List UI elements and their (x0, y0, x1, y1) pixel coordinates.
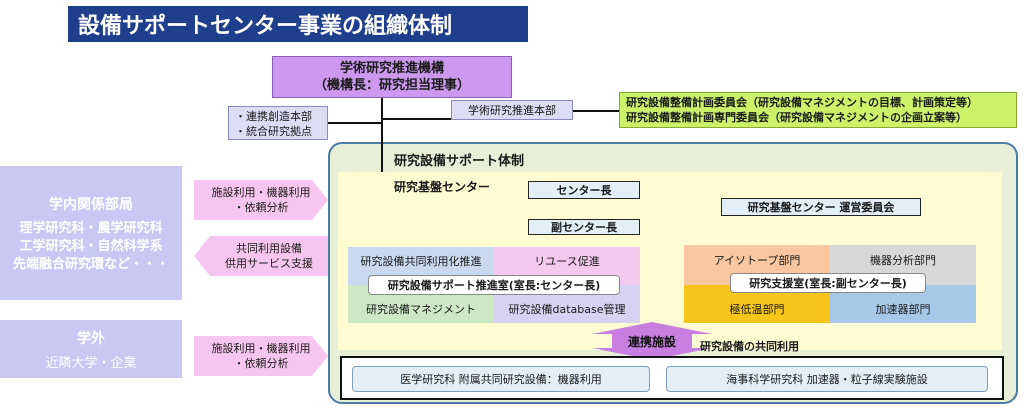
arrow1-line2: ・依頼分析 (233, 201, 289, 214)
promotion-office-label: 研究設備サポート推進室(室長:センター長) (368, 275, 620, 295)
honbu-box: 学術研究推進本部 (451, 100, 573, 120)
left-branch-line (328, 122, 381, 124)
page-title: 設備サポートセンター事業の組織体制 (68, 6, 528, 42)
top-org-head: （機構長：研究担当理事） (313, 78, 470, 93)
arrow2-line1: 共同利用設備 (236, 242, 302, 255)
right-branch-line (383, 118, 451, 120)
kyodo-riyo-label: 研究設備の共同利用 (700, 340, 799, 353)
arrow2-line2: 供用サービス支援 (225, 257, 313, 270)
partner-facility-maritime: 海事科学研究科 加速器・粒子線実験施設 (666, 366, 988, 392)
internal-line2: 工学研究科・自然科学系 (19, 239, 163, 254)
renkei-label: 連携施設 (627, 334, 676, 349)
external-panel: 学外 近隣大学・企業 (0, 320, 182, 378)
internal-line1: 理学研究科・農学研究科 (19, 221, 163, 236)
support-system-label: 研究設備サポート体制 (394, 154, 525, 169)
arrow1-line1: 施設利用・機器利用 (211, 186, 311, 199)
steering-box: 研究基盤センター 運営委員会 (721, 198, 921, 216)
committee-line2: 研究設備整備計画専門委員会（研究設備マネジメントの企画立案等） (626, 111, 967, 124)
arrow-external-to-center: 施設利用・機器利用 ・依頼分析 (194, 336, 328, 376)
external-line1: 近隣大学・企業 (45, 356, 137, 371)
internal-departments-panel: 学内関係部局 理学研究科・農学研究科 工学研究科・自然科学系 先端融合研究環など… (0, 166, 182, 300)
center-chief-box: センター長 (528, 181, 640, 199)
trunk-line-inner (381, 142, 383, 172)
trunk-line (381, 98, 383, 172)
internal-line3: 先端融合研究環など・・・ (12, 257, 169, 272)
arrow-center-to-internal: 共同利用設備 供用サービス支援 (194, 236, 328, 276)
top-org-name: 学術研究推進機構 (339, 61, 444, 76)
arrow3-line1: 施設利用・機器利用 (211, 342, 311, 355)
renkei-arrow-shape (592, 322, 712, 360)
committee-box: 研究設備整備計画委員会（研究設備マネジメントの目標、計画策定等） 研究設備整備計… (619, 92, 1017, 128)
support-office-label: 研究支援室(室長:副センター長) (730, 273, 926, 293)
left-org-line2: ・統合研究拠点 (235, 125, 312, 138)
renkei-double-arrow (592, 322, 712, 360)
kiban-center-label: 研究基盤センター (394, 180, 491, 194)
committee-line1: 研究設備整備計画委員会（研究設備マネジメントの目標、計画策定等） (626, 96, 978, 109)
arrow3-line2: ・依頼分析 (233, 357, 289, 370)
partner-facility-medical: 医学研究科 附属共同研究設備：機器利用 (352, 366, 650, 392)
left-org-line1: ・連携創造本部 (235, 110, 312, 123)
left-org-box: ・連携創造本部 ・統合研究拠点 (228, 106, 328, 140)
internal-heading: 学内関係部局 (49, 197, 133, 213)
top-org-box: 学術研究推進機構 （機構長：研究担当理事） (272, 56, 512, 98)
external-heading: 学外 (77, 331, 105, 347)
arrow-internal-to-center: 施設利用・機器利用 ・依頼分析 (194, 180, 328, 220)
vice-chief-box: 副センター長 (528, 219, 640, 235)
honbu-committee-line (573, 110, 619, 112)
